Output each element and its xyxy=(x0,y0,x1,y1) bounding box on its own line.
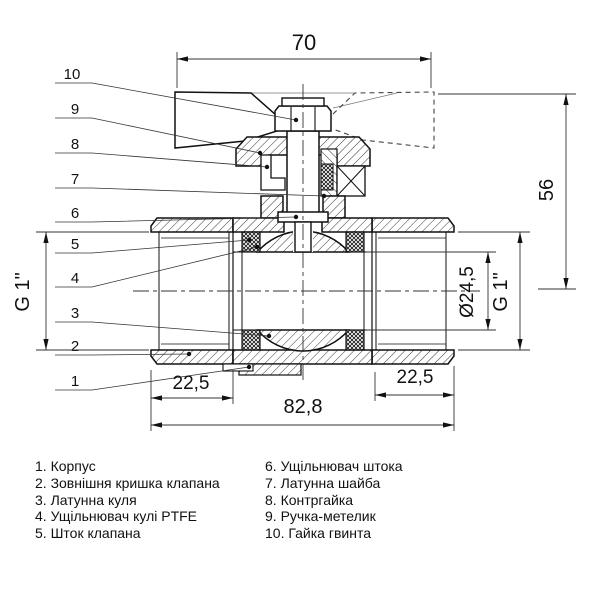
callout-5: 5 xyxy=(71,236,79,253)
leader-3 xyxy=(55,321,270,337)
callout-8: 8 xyxy=(71,136,79,153)
brass-washer xyxy=(260,154,286,191)
part-item-9: 9. Ручка-метелик xyxy=(265,508,376,525)
callout-2: 2 xyxy=(71,338,79,355)
seat-top-right xyxy=(345,231,365,253)
callout-numbers: 10 9 8 7 6 5 4 3 2 1 xyxy=(64,66,81,390)
part-item-6: 6. Ущільнювач штока xyxy=(265,458,403,474)
leader-5 xyxy=(55,239,250,254)
right-cap-top-wall xyxy=(371,217,455,233)
dim-bore-diameter: Ø24,5 xyxy=(457,266,478,318)
center-top-wall-right xyxy=(321,217,373,233)
callout-3: 3 xyxy=(71,305,79,322)
leader-4 xyxy=(55,246,258,288)
locknut-x2 xyxy=(336,165,366,197)
parts-list-right-column: 6. Ущільнювач штока 7. Латунна шайба 8. … xyxy=(265,458,403,542)
left-cap-bottom-wall xyxy=(150,349,234,365)
dimension-labels: 70 56 G 1" G 1" Ø24,5 22,5 22,5 82,8 xyxy=(12,30,558,418)
dim-handle-width: 70 xyxy=(292,30,316,55)
parts-list-left-column: 1. Корпус 2. Зовнішня кришка клапана 3. … xyxy=(35,458,220,542)
leader-9 xyxy=(55,117,261,154)
centerlines xyxy=(133,84,480,380)
butterfly-handle xyxy=(174,91,435,149)
dimension-lines xyxy=(36,52,576,431)
callouts: 10 9 8 7 6 5 4 3 2 1 xyxy=(55,66,327,391)
dimension-arrows xyxy=(43,56,569,428)
seat-bottom-left xyxy=(241,329,261,351)
dim-thread-length-right: 22,5 xyxy=(397,367,434,388)
handle-right-wing-phantom xyxy=(332,91,435,149)
callout-6: 6 xyxy=(71,205,79,222)
part-item-1: 1. Корпус xyxy=(35,458,96,474)
bonnet-assembly xyxy=(235,136,371,197)
bottom-cap-notch xyxy=(222,363,254,372)
callout-4: 4 xyxy=(71,270,79,287)
seat-bottom-right xyxy=(345,329,365,351)
dim-total-length: 82,8 xyxy=(284,396,323,418)
part-item-3: 3. Латунна куля xyxy=(35,491,137,508)
callout-7: 7 xyxy=(71,171,79,188)
valve-technical-drawing: 10 9 8 7 6 5 4 3 2 1 xyxy=(12,30,576,431)
callout-1: 1 xyxy=(71,373,79,390)
handle-hidden-edge-line xyxy=(332,92,398,109)
leader-dots xyxy=(186,117,327,370)
right-cap-bottom-wall xyxy=(371,349,455,365)
part-item-4: 4. Ущільнювач кулі PTFE xyxy=(35,508,198,525)
part-item-8: 8. Контргайка xyxy=(265,491,354,508)
leader-6 xyxy=(55,216,297,223)
dim-height: 56 xyxy=(536,179,558,201)
dim-thread-length-left: 22,5 xyxy=(173,373,210,394)
leader-1 xyxy=(55,366,250,391)
center-top-wall-left xyxy=(232,217,285,233)
leader-10 xyxy=(55,82,297,121)
part-item-10: 10. Гайка гвинта xyxy=(265,525,371,542)
dim-thread-left: G 1" xyxy=(12,272,34,311)
part-item-2: 2. Зовнішня кришка клапана xyxy=(35,474,220,491)
part-item-5: 5. Шток клапана xyxy=(35,525,141,542)
stem-seal xyxy=(320,163,334,191)
leader-2 xyxy=(55,353,190,356)
leader-7 xyxy=(55,187,325,197)
part-item-7: 7. Латунна шайба xyxy=(265,474,381,491)
callout-10: 10 xyxy=(64,66,81,83)
dim-thread-right: G 1" xyxy=(490,272,512,311)
callout-9: 9 xyxy=(71,101,79,118)
center-bottom-wall xyxy=(232,349,373,365)
leader-8 xyxy=(55,152,268,168)
